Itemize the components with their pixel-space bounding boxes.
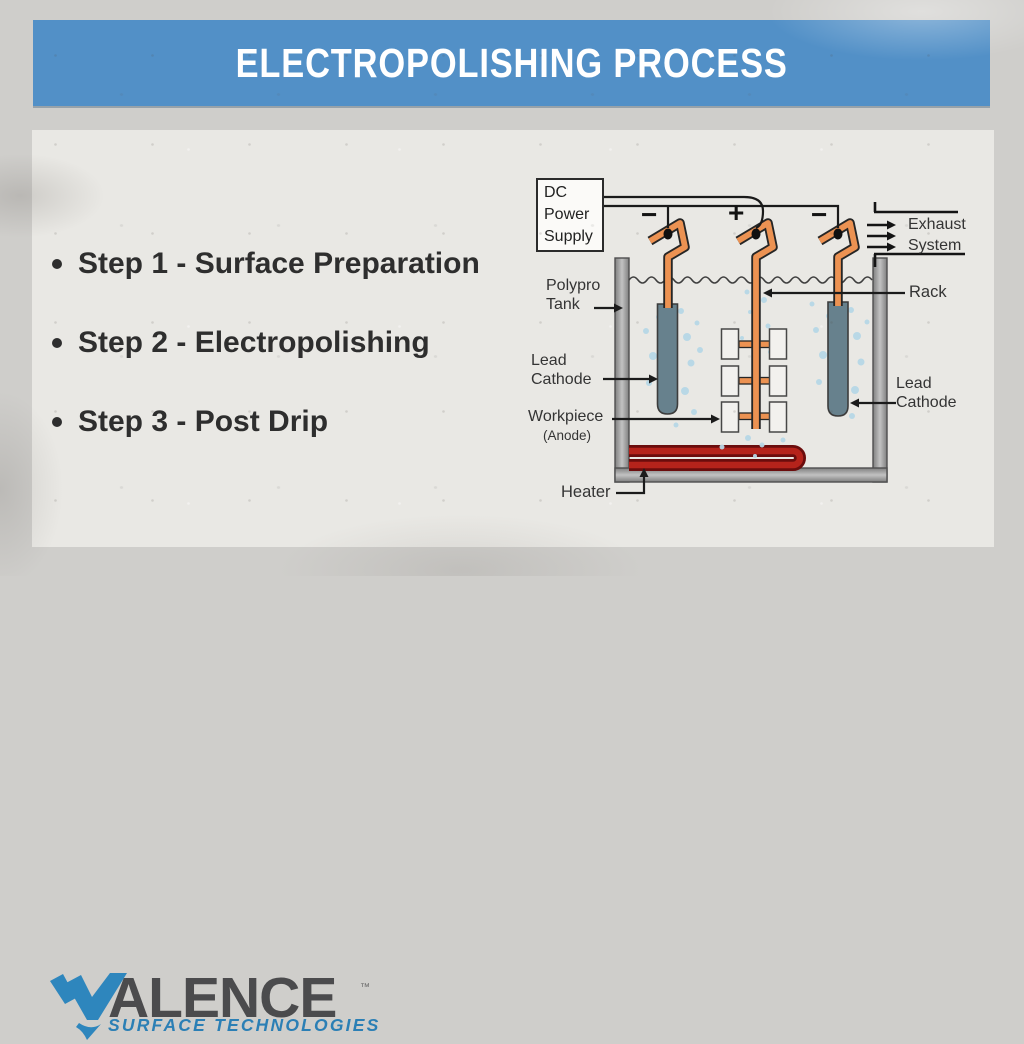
bullet-step-2-label: Step 2 - Electropolishing (78, 326, 430, 359)
lead-cathode-right-shape (827, 301, 849, 417)
logo-tagline: SURFACE TECHNOLOGIES (108, 1015, 381, 1035)
valence-v-icon (50, 973, 127, 1040)
page-title: ELECTROPOLISHING PROCESS (235, 39, 788, 86)
plus-sign-center: + (728, 197, 745, 228)
electrode-hangers (647, 218, 860, 429)
polypro-tank-shape (614, 257, 888, 483)
bullet-step-2: Step 2 - Electropolishing (52, 326, 430, 360)
bullet-dot (52, 259, 62, 269)
label-lead-right-line2: Cathode (896, 394, 957, 411)
label-arrows (594, 291, 905, 495)
dc-power-supply-box: DC Power Supply (536, 178, 604, 252)
title-banner: ELECTROPOLISHING PROCESS (33, 20, 990, 106)
label-lead-right-line1: Lead (896, 375, 932, 392)
label-anode-text: (Anode) (543, 428, 592, 443)
wire-contact-dots (663, 228, 843, 240)
lead-cathode-left-shape (656, 303, 679, 415)
label-workpiece-text: Workpiece (528, 408, 604, 425)
label-lead-left-line2: Cathode (531, 371, 592, 388)
dc-power-supply-line1: DC (544, 184, 568, 201)
label-lead-cathode-left: Lead Cathode (531, 351, 592, 389)
bullet-step-3: Step 3 - Post Drip (52, 405, 328, 439)
label-heater-text: Heater (561, 483, 611, 501)
exhaust-duct (873, 202, 965, 267)
label-rack-text: Rack (909, 283, 947, 301)
minus-sign-left: − (641, 199, 658, 230)
label-workpiece: Workpiece (Anode) (528, 407, 603, 445)
label-arrowheads (614, 288, 859, 477)
label-polypro-tank: Polypro Tank (546, 276, 600, 314)
label-exhaust-line2: System (908, 237, 962, 254)
heater-element (629, 445, 806, 471)
label-rack: Rack (909, 283, 947, 302)
label-lead-cathode-right: Lead Cathode (896, 374, 957, 412)
bullet-step-3-label: Step 3 - Post Drip (78, 405, 329, 438)
valence-logo: ALENCE ™ SURFACE TECHNOLOGIES (22, 482, 382, 1040)
electropolishing-diagram (594, 195, 965, 495)
logo-trademark: ™ (360, 982, 370, 993)
exhaust-flow-arrows (867, 220, 896, 252)
dc-power-supply-line3: Supply (544, 228, 593, 245)
label-exhaust-line1: Exhaust (908, 216, 966, 233)
power-wires (597, 195, 840, 230)
dc-power-supply-line2: Power (544, 206, 590, 223)
label-lead-left-line1: Lead (531, 352, 567, 369)
label-heater: Heater (561, 483, 611, 502)
label-polypro-line2: Tank (546, 296, 580, 313)
minus-sign-right: − (811, 199, 828, 230)
bullet-step-1: Step 1 - Surface Preparation (52, 247, 480, 281)
label-polypro-line1: Polypro (546, 277, 601, 294)
bullet-step-1-label: Step 1 - Surface Preparation (78, 247, 480, 280)
label-exhaust-system: Exhaust System (908, 214, 966, 256)
bullet-dot (52, 338, 62, 348)
bullet-dot (52, 417, 62, 427)
